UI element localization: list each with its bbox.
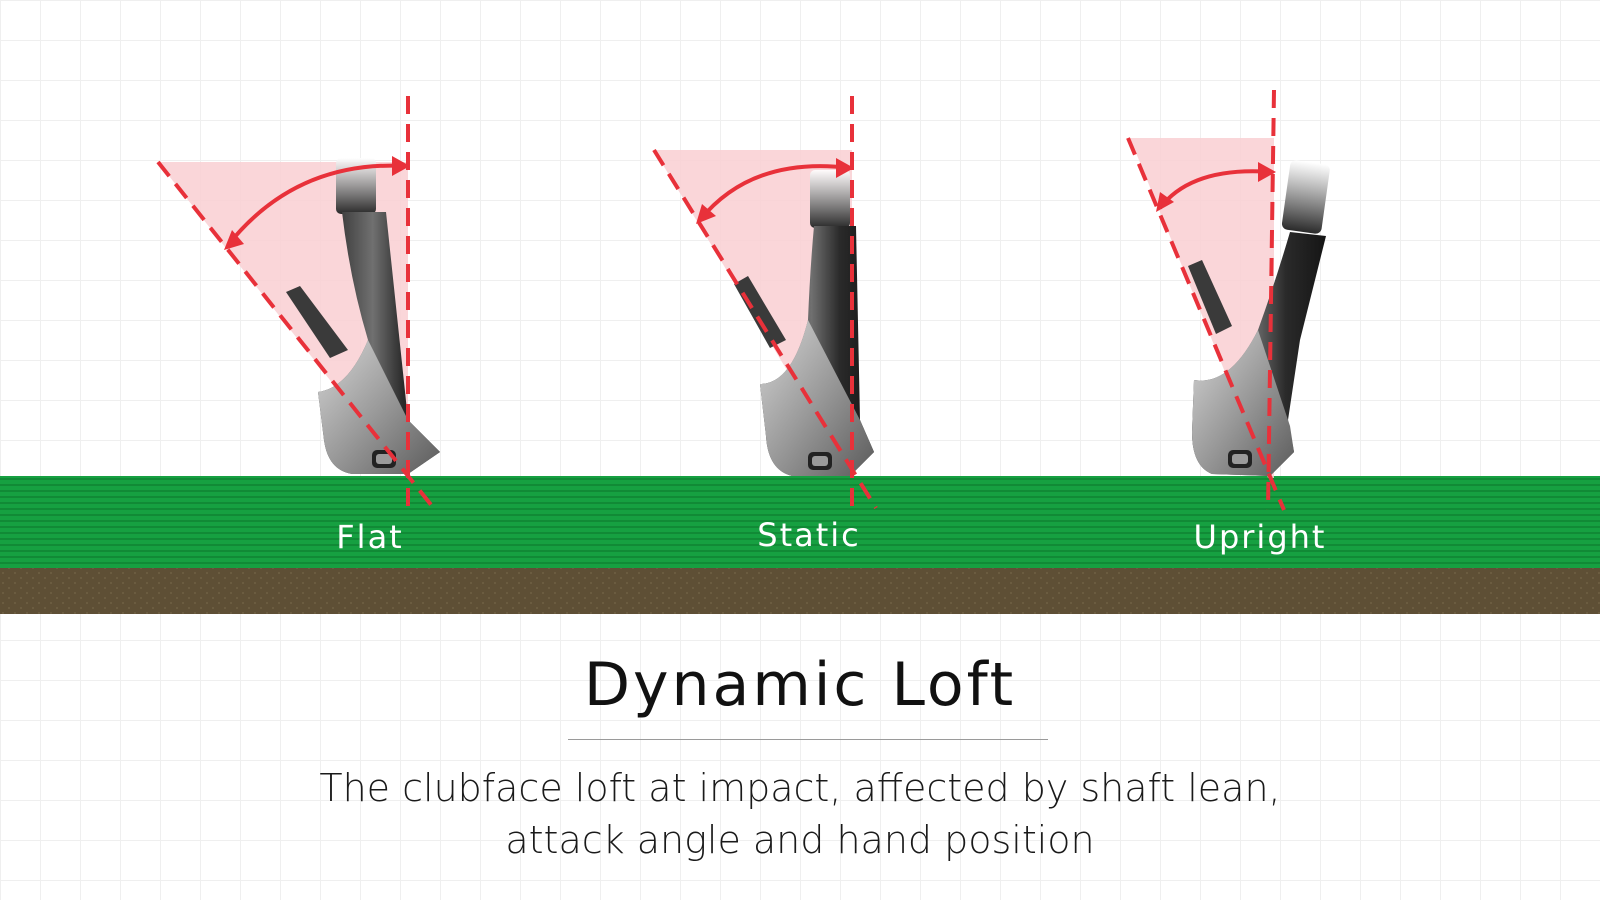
arrow-head-upright-left — [1156, 192, 1174, 212]
face-angle-line-static — [652, 148, 878, 510]
club-diagram-flat — [156, 96, 440, 510]
club-diagram-upright — [1126, 89, 1330, 511]
arrow-head-static-left — [696, 204, 716, 224]
label-flat: Flat — [336, 518, 403, 556]
arrow-head-static-right — [836, 158, 854, 178]
title-divider — [568, 739, 1048, 740]
club-head-static — [734, 170, 874, 476]
label-upright: Upright — [1194, 518, 1327, 556]
arrow-head-flat-left — [224, 230, 244, 250]
loft-angle-arc-flat — [226, 163, 407, 247]
club-diagram-static — [652, 96, 878, 510]
grass-strip — [0, 476, 1600, 568]
face-angle-line-flat — [156, 160, 434, 508]
description: The clubface loft at impact, affected by… — [0, 762, 1600, 866]
label-static: Static — [757, 516, 861, 554]
page-title: Dynamic Loft — [583, 650, 1017, 720]
description-line-2: attack angle and hand position — [505, 818, 1095, 862]
description-line-1: The clubface loft at impact, affected by… — [319, 766, 1281, 810]
soil-strip — [0, 568, 1600, 614]
arrow-head-upright-right — [1258, 162, 1276, 182]
loft-angle-arc-static — [698, 164, 851, 222]
arrow-head-flat-right — [392, 156, 410, 176]
vertical-reference-line-upright — [1266, 89, 1276, 511]
face-angle-line-upright — [1126, 137, 1286, 511]
